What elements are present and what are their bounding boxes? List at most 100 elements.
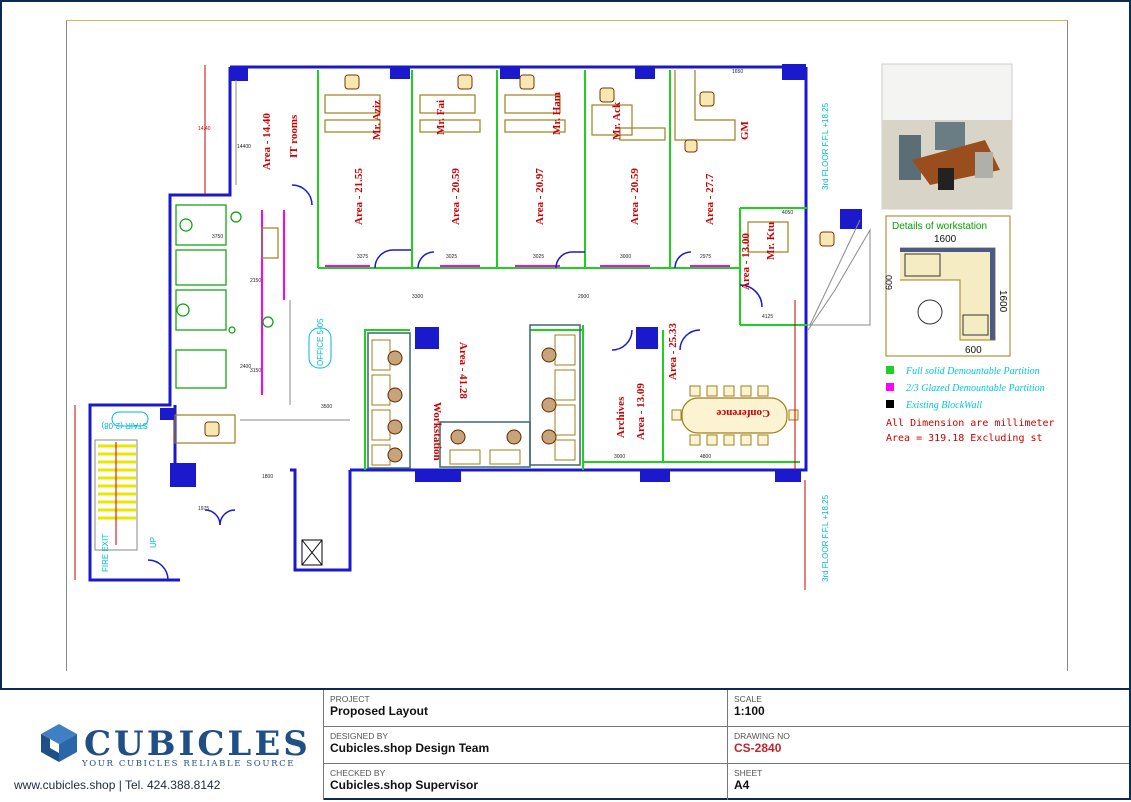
dim-conf: 4800 (700, 454, 711, 460)
drawing-no-label: DRAWING NO (734, 731, 790, 741)
plan-notes: All Dimension are millimeter Area = 319.… (886, 418, 1055, 444)
restroom-fixtures (175, 204, 274, 389)
wall-column-blocks (160, 64, 862, 487)
office-chairs (204, 74, 835, 437)
scale-label: SCALE (734, 694, 762, 704)
designed-value: Cubicles.shop Design Team (330, 741, 490, 755)
room-area-it: Area - 14.40 (261, 113, 273, 170)
legend-solid: Full solid Demountable Partition (905, 366, 1040, 377)
dim-archives: 3000 (614, 454, 625, 460)
room-name-archives: Archives (615, 396, 627, 438)
room-name-gm: GM (739, 120, 751, 140)
drawing-no-value: CS-2840 (734, 741, 782, 755)
legend-glazed: 2/3 Glazed Demountable Partition (906, 383, 1045, 394)
sheet-cell: SHEET A4 (728, 764, 1129, 800)
detail-dim-right: 1600 (997, 290, 1008, 313)
room-name-it: IT rooms (288, 114, 300, 158)
room-area-ack: Area - 20.59 (629, 168, 641, 225)
floor-plan: IT rooms Area - 14.40 Mr. Aziz Area - 21… (74, 63, 1055, 590)
cyan-tags: OFFICE 5-05 STAIR (2-08) FIRE EXIT UP 3r… (101, 102, 830, 582)
checked-cell: CHECKED BY Cubicles.shop Supervisor (324, 764, 728, 800)
workstation-detail: Details of workstation 1600 600 1600 600 (884, 215, 1011, 357)
floor-level-bottom: 3rd FLOOR F.F.L +18.25 (821, 494, 830, 582)
contact-info: www.cubicles.shop | Tel. 424.388.8142 (14, 778, 221, 792)
detail-title: Details of workstation (892, 221, 987, 232)
stair-tag: STAIR (2-08) (101, 421, 148, 430)
workstation-cluster (367, 324, 581, 469)
designed-label: DESIGNED BY (330, 731, 389, 741)
scale-cell: SCALE 1:100 (728, 690, 1129, 727)
dim-fai: 3025 (446, 254, 457, 260)
gray-lines (235, 80, 871, 421)
dim-gm: 2975 (700, 254, 711, 260)
sheet-label: SHEET (734, 768, 763, 778)
dimension-labels: 14400 3375 3025 3025 3000 2975 4800 4050… (198, 69, 793, 512)
cube-logo-icon (41, 724, 77, 762)
note-dimensions: All Dimension are millimeter (886, 418, 1055, 429)
up-label: UP (149, 537, 158, 548)
dimension-lines (74, 65, 806, 590)
dim-aziz: 3375 (357, 254, 368, 260)
office-desks (174, 70, 789, 444)
dim-ktu: 4050 (782, 210, 793, 216)
scale-value: 1:100 (734, 704, 765, 718)
dim-toilet: 3750 (212, 234, 223, 240)
dim-gap-1: 3300 (412, 294, 423, 300)
dim-corr-2: 2400 (240, 364, 251, 370)
dim-ham: 3025 (533, 254, 544, 260)
logo-panel: CUBICLES YOUR CUBICLES RELIABLE SOURCE w… (0, 690, 324, 800)
room-name-ktu: Mr. Ktu (765, 222, 777, 260)
room-area-workstation: Area - 41.28 (457, 342, 469, 399)
dim-top-right: 1650 (732, 69, 743, 75)
room-area-ktu: Area - 13.00 (740, 233, 752, 290)
project-value: Proposed Layout (330, 704, 429, 718)
dim-stair: 1975 (198, 506, 209, 512)
designed-cell: DESIGNED BY Cubicles.shop Design Team (324, 727, 728, 764)
room-name-ham: Mr. Ham (551, 92, 563, 135)
project-label: PROJECT (330, 694, 370, 704)
dim-gap-2: 2900 (578, 294, 589, 300)
fire-exit-label: FIRE EXIT (101, 534, 110, 572)
dim-it-left: 14.40 (198, 126, 211, 132)
sheet-value: A4 (734, 778, 750, 792)
detail-dim-bottom: 600 (965, 345, 982, 356)
solid-partitions (317, 70, 808, 470)
room-area-gm: Area - 27.7 (704, 173, 716, 225)
workstation-3d-image (881, 63, 1013, 210)
dim-toilet-2: 2150 (250, 278, 261, 284)
room-area-fai: Area - 20.59 (450, 168, 462, 225)
existing-walls (88, 65, 808, 582)
dim-ktu-w: 4125 (762, 314, 773, 320)
dim-lobby: 1800 (262, 474, 273, 480)
detail-dim-left: 600 (884, 275, 894, 290)
checked-label: CHECKED BY (330, 768, 386, 778)
legend: Full solid Demountable Partition 2/3 Gla… (886, 366, 1045, 411)
stairs (94, 439, 323, 566)
room-name-aziz: Mr. Aziz (371, 100, 383, 140)
note-area: Area = 319.18 Excluding st (886, 433, 1043, 444)
room-area-aziz: Area - 21.55 (353, 168, 365, 225)
room-area-archives: Area - 13.09 (635, 383, 647, 440)
room-name-workstation: Workstation (431, 402, 443, 461)
dim-ack: 3000 (620, 254, 631, 260)
floor-level-top: 3rd FLOOR F.F.L +18.25 (821, 102, 830, 190)
checked-value: Cubicles.shop Supervisor (330, 778, 479, 792)
room-area-ham: Area - 20.97 (534, 168, 546, 225)
room-area-conference: Area - 25.33 (667, 323, 679, 380)
drawing-no-cell: DRAWING NO CS-2840 (728, 727, 1129, 764)
project-cell: PROJECT Proposed Layout (324, 690, 728, 727)
logo-tagline: YOUR CUBICLES RELIABLE SOURCE (82, 759, 296, 769)
room-name-fai: Mr. Fai (435, 100, 447, 135)
legend-block: Existing BlockWall (905, 400, 982, 411)
logo-wordmark: CUBICLES (84, 724, 311, 764)
room-labels: IT rooms Area - 14.40 Mr. Aziz Area - 21… (261, 92, 777, 461)
room-name-conference: Conference (716, 407, 770, 419)
office-tag: OFFICE 5-05 (316, 318, 325, 366)
title-block: CUBICLES YOUR CUBICLES RELIABLE SOURCE w… (0, 688, 1131, 802)
dim-toilet-3: 3150 (250, 368, 261, 374)
room-name-ack: Mr. Ack (611, 101, 623, 140)
detail-dim-top: 1600 (934, 234, 957, 245)
conference-table (671, 385, 799, 446)
door-swings (147, 184, 763, 581)
